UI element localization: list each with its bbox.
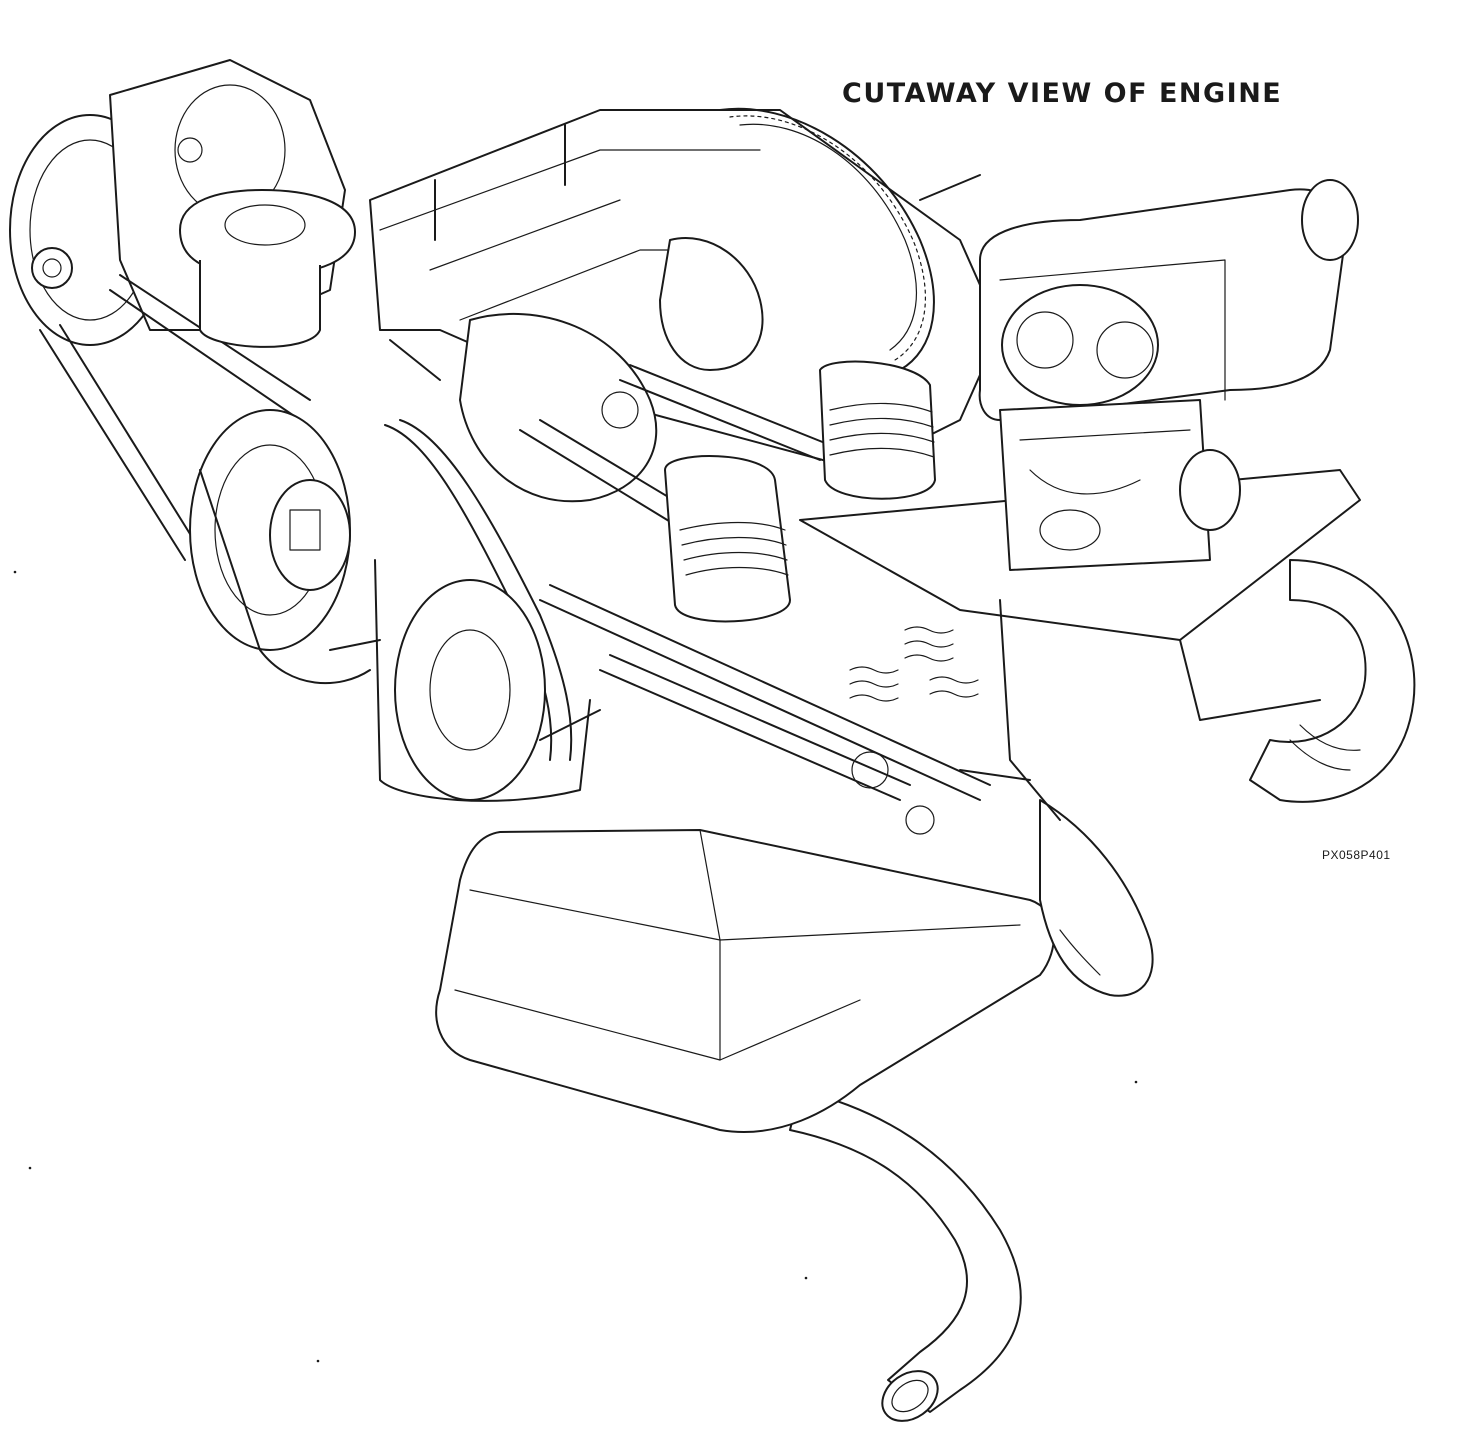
figure-code: PX058P401 xyxy=(1322,848,1391,862)
camshaft xyxy=(539,584,991,801)
air-cleaner xyxy=(978,179,1359,421)
crankshaft-pulley xyxy=(189,409,351,651)
piston-front xyxy=(664,455,791,623)
flywheel-ring-gear xyxy=(719,107,935,371)
timing-chain xyxy=(384,419,573,801)
valve-springs xyxy=(849,626,979,835)
connecting-rods xyxy=(459,237,831,541)
piston-rear xyxy=(819,360,936,500)
exhaust-manifold-right xyxy=(1039,559,1416,997)
diagram-title: CUTAWAY VIEW OF ENGINE xyxy=(842,78,1283,109)
carburetor xyxy=(999,399,1241,571)
muffler xyxy=(435,829,1055,1133)
rocker-cover xyxy=(799,469,1361,821)
oil-filler-cap xyxy=(179,189,356,348)
timing-cover xyxy=(199,469,591,802)
exhaust-tailpipe xyxy=(789,1089,1022,1422)
studs-bolts xyxy=(329,124,1031,781)
scan-specks xyxy=(13,570,1138,1363)
